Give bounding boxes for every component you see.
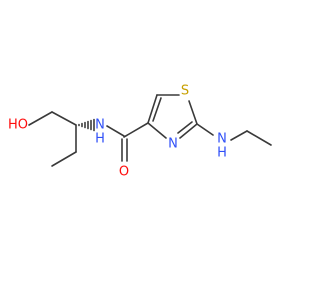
- bond-c4-c5: [147, 94, 158, 124]
- atom-label-hydroxyl: HO: [8, 118, 28, 133]
- atom-label-ring-sulfur: S: [181, 84, 189, 99]
- bond-n-carbonyl: [106, 125, 125, 137]
- atom-label-amine-nitrogen: N: [217, 132, 227, 147]
- bond-ethyl-ch3: [51, 151, 77, 167]
- bond-c2-n3: [179, 123, 198, 139]
- bond-nh-ch2: [230, 130, 248, 141]
- bond-ch2-chiral: [51, 111, 77, 126]
- atom-label-amide-nitrogen: N: [95, 118, 105, 133]
- bond-s-c2: [188, 100, 198, 125]
- bond-ch2-ch3-amine: [246, 130, 272, 146]
- molecule-svg: HO N H O S N N H: [8, 84, 272, 180]
- atom-label-amide-hydrogen: H: [95, 132, 105, 147]
- bond-carbonyl-c4: [123, 122, 149, 138]
- bond-c4-c5-inner: [152, 97, 162, 122]
- atom-label-amine-hydrogen: H: [217, 146, 227, 161]
- bond-c2-nh: [196, 123, 214, 136]
- bonds-group: [28, 94, 272, 167]
- hashed-wedge-chiral-n: [78, 118, 95, 132]
- molecule-structure-diagram: HO N H O S N N H: [8, 84, 272, 180]
- atom-label-carbonyl-oxygen: O: [119, 165, 129, 180]
- atom-labels-group: HO N H O S N N H: [8, 84, 227, 180]
- bond-c2-n3-inner: [177, 121, 193, 134]
- atom-label-ring-nitrogen: N: [168, 137, 178, 152]
- bond-n3-c4: [147, 122, 167, 139]
- bond-o-ch2: [28, 111, 53, 126]
